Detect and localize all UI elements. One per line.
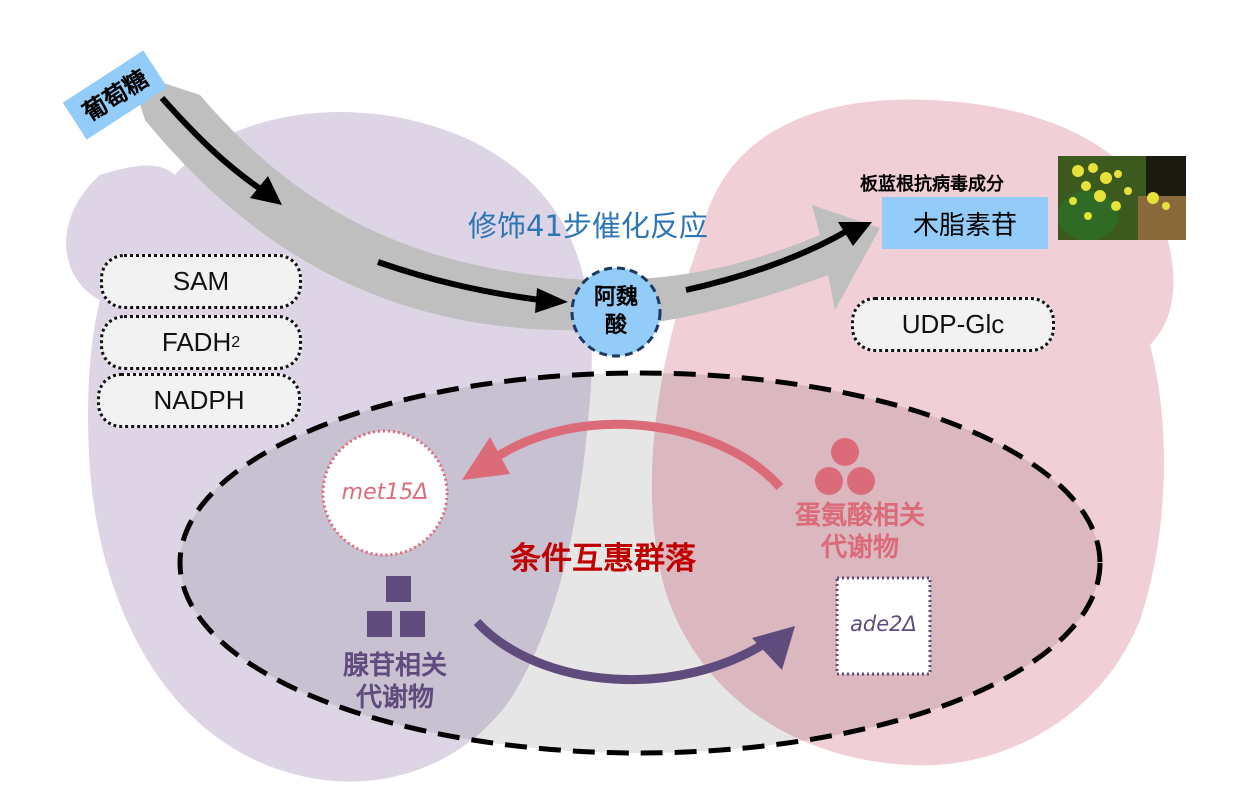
community-title: 条件互惠群落: [510, 541, 696, 577]
ade2-strain-node: [835, 576, 932, 676]
cofactor-sam: SAM: [100, 254, 302, 309]
ade2-genotype-label: ade2Δ: [850, 612, 917, 636]
cofactor-nadph: NADPH: [97, 373, 301, 428]
cofactor-fadh2-label: FADH: [161, 327, 232, 357]
met15-strain-node: [321, 429, 449, 557]
methionine-metabolite-line2: 代谢物: [820, 533, 899, 563]
intermediate-label-line2: 酸: [604, 313, 627, 338]
right-overlap-region: [651, 373, 1100, 753]
left-overlap-region: [180, 373, 592, 753]
methionine-transfer-arrow: [489, 419, 784, 491]
community-ellipse-border: [177, 370, 1103, 756]
intermediate-label: 阿魏 酸: [584, 284, 648, 340]
product-caption: 板蓝根抗病毒成分: [860, 174, 1004, 195]
pathway-arrow-2-head: [535, 288, 568, 313]
plant-photo: [1058, 156, 1186, 240]
pathway-label: 修饰41步催化反应: [468, 209, 708, 243]
adenine-metabolite-line2: 代谢物: [355, 683, 434, 713]
methionine-transfer-arrow-head: [462, 437, 510, 480]
product-label: 木脂素苷: [912, 210, 1017, 241]
pathway-band: [130, 72, 880, 331]
pathway-arrow-3-head: [838, 222, 872, 246]
adenine-transfer-arrow-head: [752, 626, 795, 670]
pathway-arrow-1: [159, 96, 264, 193]
pathway-arrow-3: [685, 229, 847, 293]
cofactor-udp-glc-label: UDP-Glc: [901, 309, 1005, 339]
three-squares-icon: [367, 576, 425, 637]
adenine-transfer-arrow: [473, 618, 773, 684]
methionine-metabolite-label: 蛋氨酸相关 代谢物: [770, 500, 950, 564]
cofactor-udp-glc: UDP-Glc: [851, 297, 1055, 352]
met15-genotype-label: met15Δ: [341, 480, 429, 505]
pathway-arrow-2: [377, 259, 541, 303]
intermediate-node: [570, 266, 662, 358]
adenine-metabolite-label: 腺苷相关 代谢物: [320, 650, 470, 714]
product-box: 木脂素苷: [882, 197, 1048, 249]
cofactor-sam-label: SAM: [172, 266, 230, 296]
cofactor-nadph-label: NADPH: [153, 385, 245, 415]
methionine-metabolite-line1: 蛋氨酸相关: [794, 501, 925, 531]
pathway-arrow-1-head: [250, 176, 282, 205]
adenine-metabolite-line1: 腺苷相关: [342, 651, 447, 681]
three-circles-icon: [815, 438, 875, 495]
cofactor-fadh2-subscript: 2: [231, 333, 241, 351]
intermediate-label-line1: 阿魏: [593, 285, 638, 310]
